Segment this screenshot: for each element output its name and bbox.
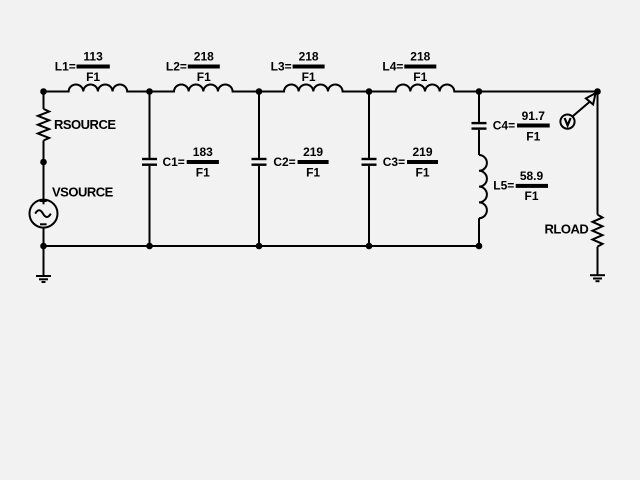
svg-text:183: 183 [193, 145, 213, 159]
svg-text:113: 113 [83, 50, 103, 64]
svg-text:F1: F1 [302, 70, 316, 84]
svg-text:219: 219 [412, 145, 432, 159]
svg-text:F1: F1 [524, 189, 538, 203]
svg-text:C1=: C1= [162, 155, 184, 169]
svg-text:218: 218 [410, 50, 430, 64]
svg-text:218: 218 [299, 50, 319, 64]
svg-text:218: 218 [194, 50, 214, 64]
svg-text:L2=: L2= [166, 60, 187, 74]
svg-text:F1: F1 [526, 129, 540, 143]
svg-text:C3=: C3= [383, 155, 405, 169]
svg-text:F1: F1 [413, 70, 427, 84]
svg-text:C4=: C4= [493, 118, 515, 132]
svg-text:F1: F1 [86, 70, 100, 84]
svg-text:RLOAD: RLOAD [545, 222, 589, 237]
svg-text:L5=: L5= [493, 179, 514, 193]
svg-text:RSOURCE: RSOURCE [54, 117, 116, 132]
svg-text:91.7: 91.7 [522, 109, 546, 123]
svg-text:F1: F1 [196, 166, 210, 180]
svg-text:C2=: C2= [273, 155, 295, 169]
svg-text:L3=: L3= [271, 60, 292, 74]
svg-text:219: 219 [303, 145, 323, 159]
svg-text:L4=: L4= [382, 60, 403, 74]
svg-text:F1: F1 [415, 166, 429, 180]
svg-text:VSOURCE: VSOURCE [52, 185, 114, 200]
svg-text:F1: F1 [197, 70, 211, 84]
svg-text:F1: F1 [306, 166, 320, 180]
svg-text:L1=: L1= [55, 60, 76, 74]
svg-text:58.9: 58.9 [520, 169, 544, 183]
